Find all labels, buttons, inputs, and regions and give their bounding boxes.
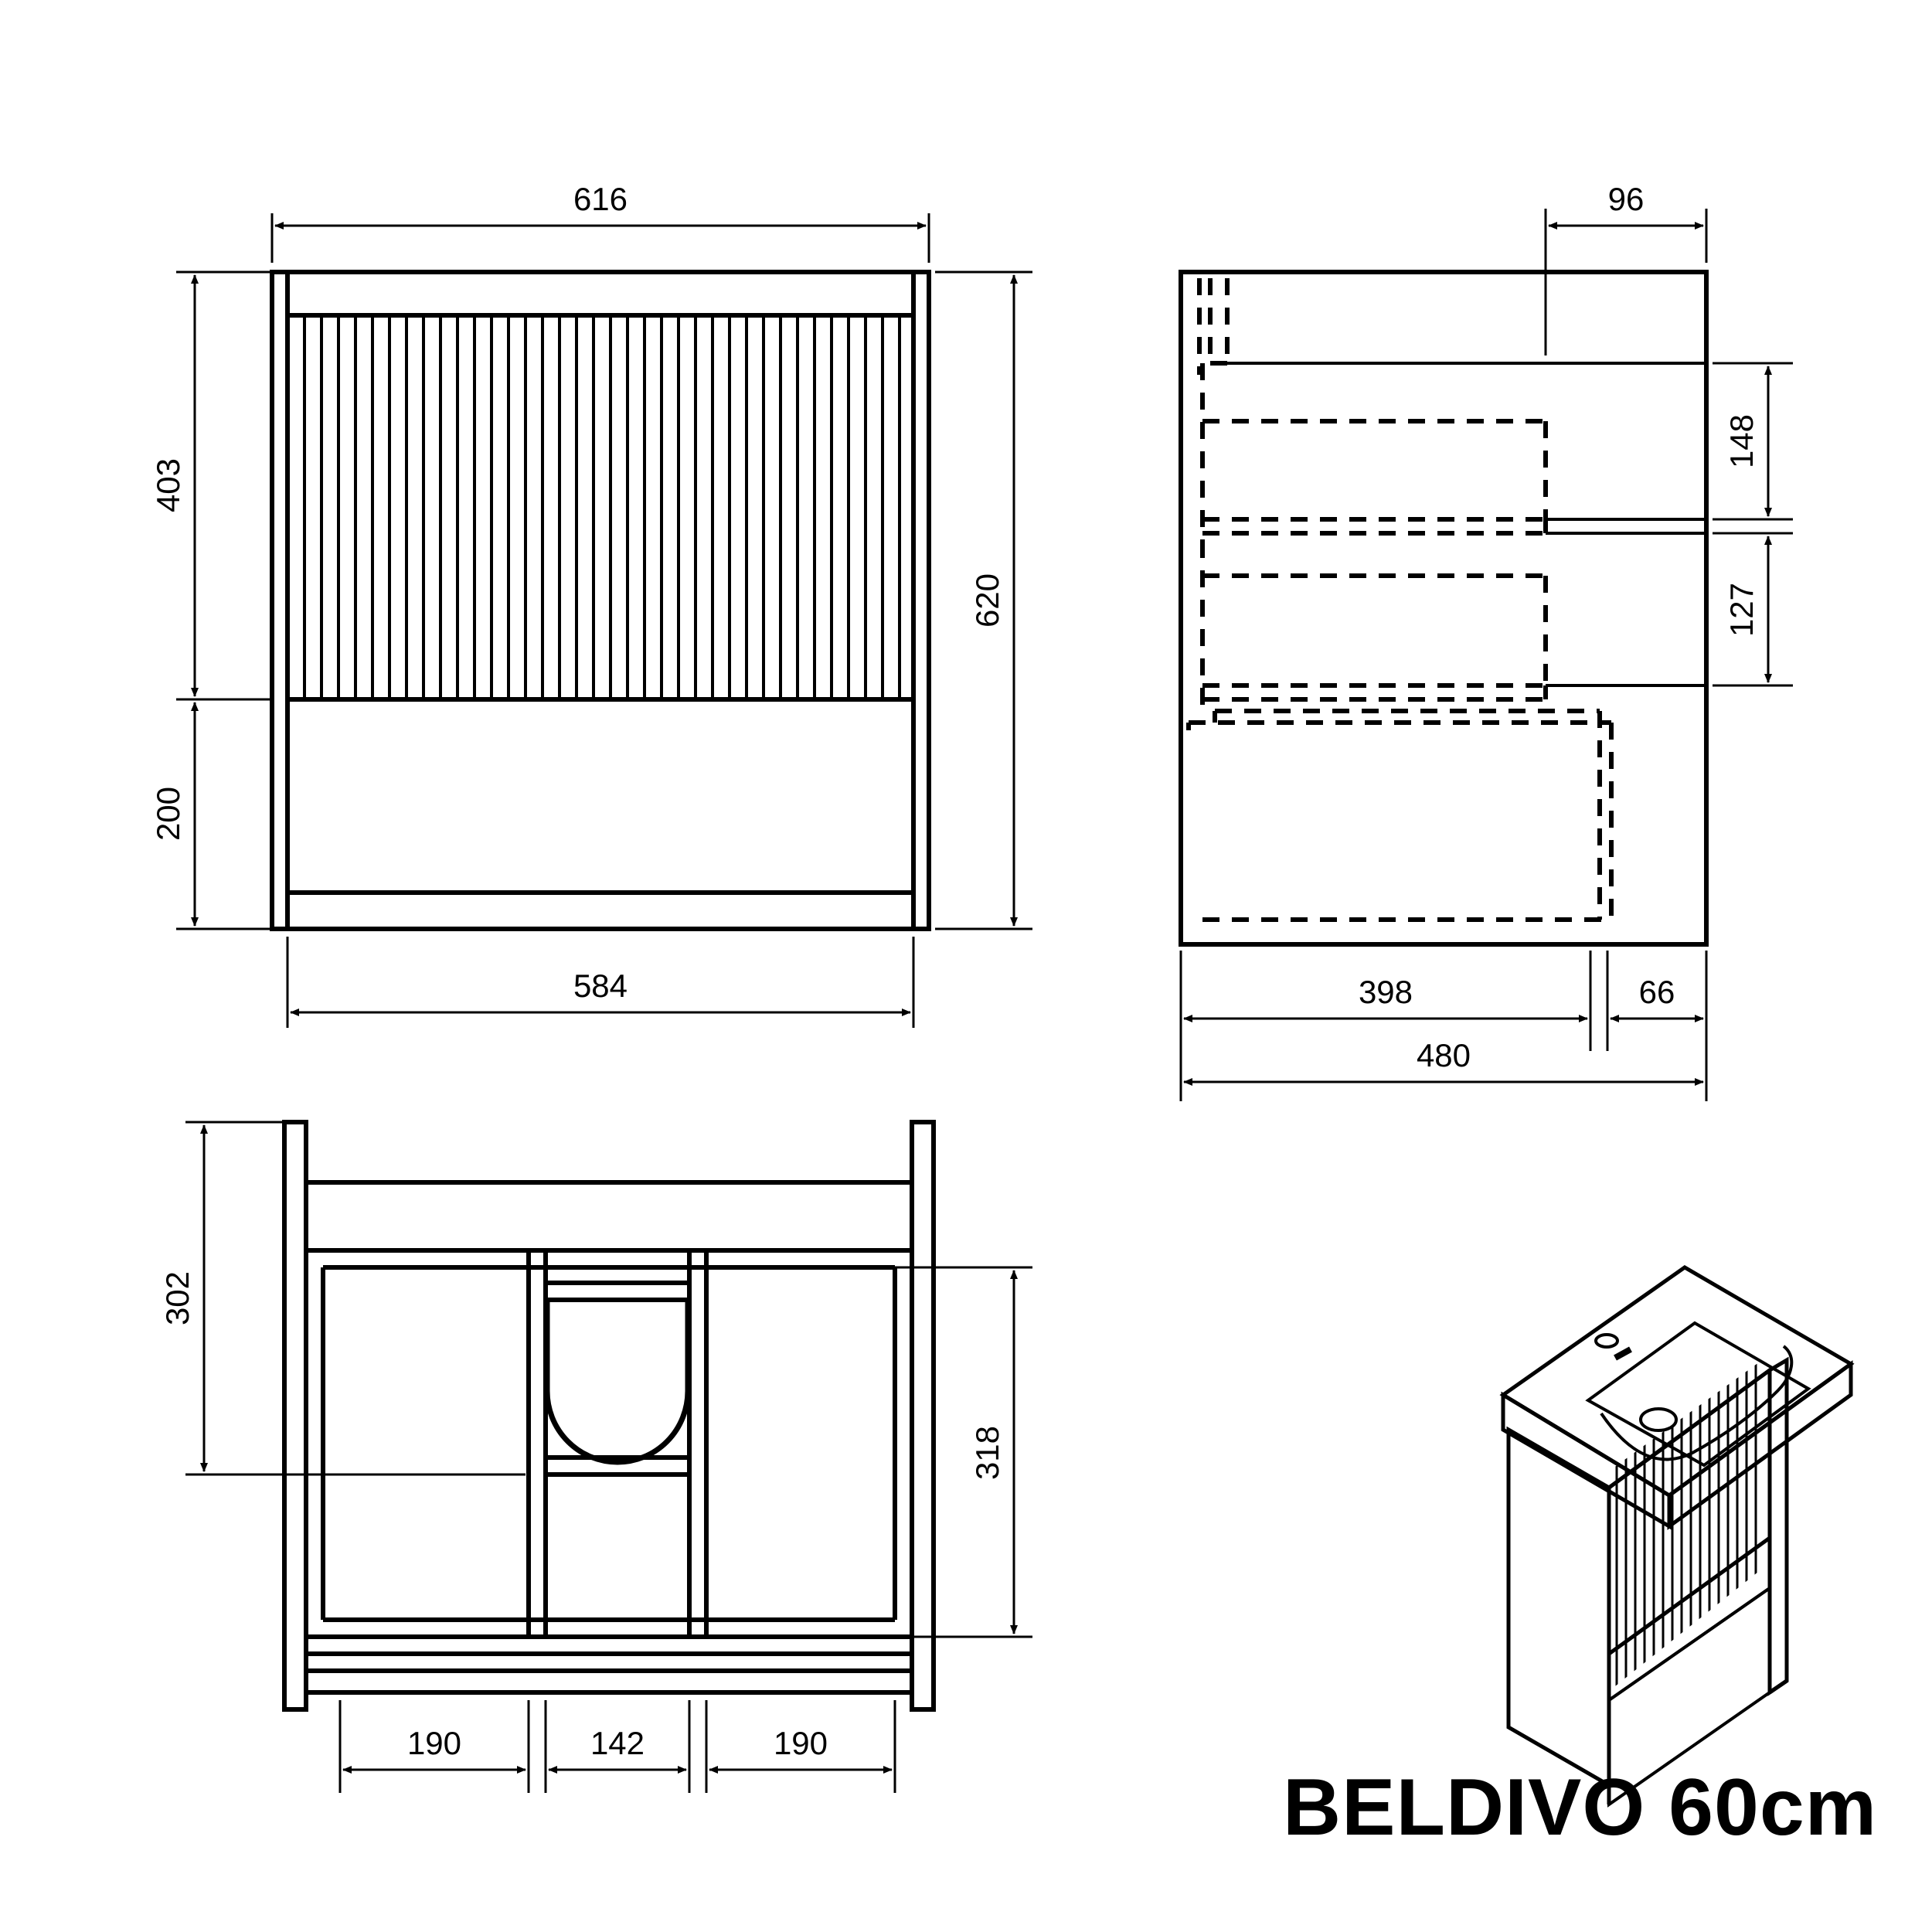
- dim-label-190-left: 190: [407, 1725, 461, 1761]
- dim-label-190-right: 190: [774, 1725, 828, 1761]
- dim-616: [270, 213, 930, 263]
- dim-190-right: [705, 1700, 896, 1793]
- dim-label-96: 96: [1608, 181, 1645, 217]
- dim-620: [935, 270, 1032, 930]
- dim-label-403: 403: [150, 458, 186, 512]
- dim-127: [1713, 532, 1793, 687]
- dim-label-616: 616: [573, 181, 628, 217]
- dim-label-398: 398: [1359, 974, 1413, 1010]
- dim-96: [1544, 209, 1708, 355]
- dim-66: [1606, 951, 1708, 1051]
- dim-label-480: 480: [1417, 1037, 1471, 1073]
- dim-label-142: 142: [590, 1725, 645, 1761]
- dim-label-302: 302: [159, 1271, 196, 1325]
- dim-200: [176, 702, 270, 930]
- dim-302: [185, 1121, 526, 1476]
- dim-label-127: 127: [1723, 583, 1760, 637]
- dim-label-200: 200: [150, 787, 186, 841]
- side-section-geometry: [1179, 270, 1709, 947]
- front-elevation-geometry: [270, 270, 931, 931]
- dim-label-318: 318: [969, 1426, 1005, 1480]
- dim-label-620: 620: [969, 573, 1005, 628]
- interior-section-geometry: [282, 1120, 936, 1712]
- dim-190-left: [338, 1700, 530, 1793]
- dim-403: [176, 270, 270, 701]
- dim-398: [1179, 951, 1592, 1051]
- isometric-product-geometry: [1499, 1265, 1855, 1808]
- dim-label-148: 148: [1723, 414, 1760, 468]
- dim-318: [709, 1266, 1032, 1638]
- dim-480: [1179, 1051, 1708, 1101]
- dim-label-584: 584: [573, 968, 628, 1004]
- dim-label-66: 66: [1639, 974, 1675, 1010]
- dim-584: [286, 937, 915, 1028]
- dim-148: [1713, 362, 1793, 521]
- dim-142-center: [544, 1700, 691, 1793]
- product-title: BELDIVO 60cm: [1283, 1763, 1878, 1852]
